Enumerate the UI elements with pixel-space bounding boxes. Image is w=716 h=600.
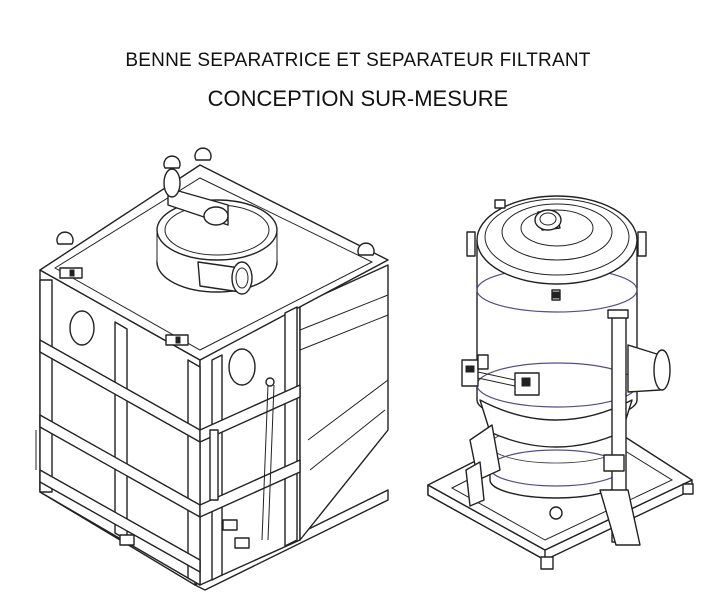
drawing-subtitle: CONCEPTION SUR-MESURE (207, 86, 509, 111)
filter-separator (427, 195, 694, 570)
drawing-title: BENNE SEPARATRICE ET SEPARATEUR FILTRANT (125, 50, 591, 71)
separator-skip (35, 147, 389, 591)
